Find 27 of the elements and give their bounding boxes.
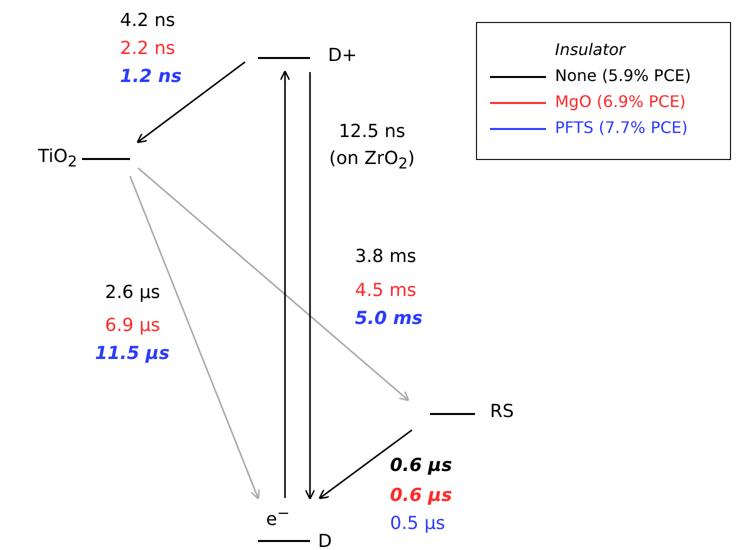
arrow <box>318 429 412 500</box>
time-constant: 5.0 ms <box>355 310 423 328</box>
legend-title: Insulator <box>555 42 626 58</box>
time-constant: 6.9 µs <box>105 317 160 335</box>
arrow <box>304 72 316 500</box>
time-constant: 4.5 ms <box>355 282 416 300</box>
level-label: TiO$_{2}$ <box>38 148 78 170</box>
level-label: e$^{−}$ <box>266 506 290 529</box>
level-label: D <box>318 533 332 550</box>
arrow <box>136 61 246 144</box>
legend-text: PFTS (7.7% PCE) <box>555 120 688 136</box>
time-constant: 0.5 µs <box>390 515 446 533</box>
legend-text: None (5.9% PCE) <box>555 68 691 84</box>
time-constant: 11.5 µs <box>95 345 170 363</box>
legend-text: MgO (6.9% PCE) <box>555 94 686 110</box>
arrow <box>280 70 290 498</box>
arrow <box>129 176 260 500</box>
arrow <box>137 167 410 402</box>
level-label: RS <box>490 403 514 421</box>
time-constant: 2.6 µs <box>105 284 160 302</box>
time-constant: 4.2 ns <box>120 12 176 30</box>
level-label: D+ <box>328 47 357 65</box>
time-constant: 0.6 µs <box>390 487 452 505</box>
time-constant: 1.2 ns <box>120 68 182 86</box>
time-constant: 0.6 µs <box>390 457 452 475</box>
time-constant: 2.2 ns <box>120 40 176 58</box>
time-constant: 3.8 ms <box>355 248 416 266</box>
